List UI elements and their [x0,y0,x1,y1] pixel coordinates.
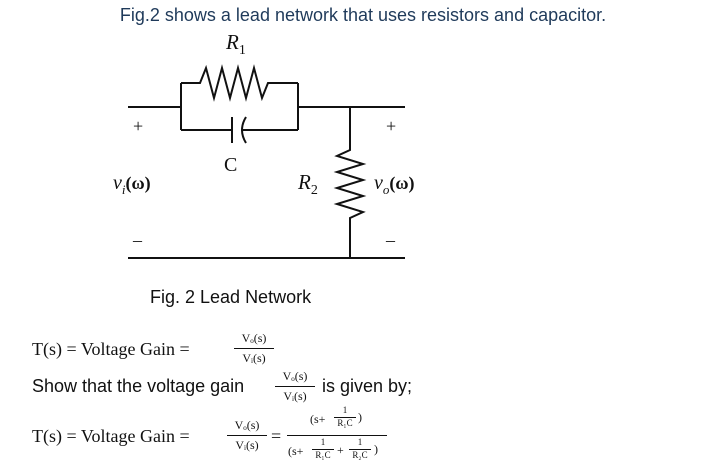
vout-label: vo(ω) [374,172,415,197]
statement-fraction-bar [275,386,315,387]
eq2-fraction-bar [227,435,267,436]
rhs-num-open: (s+ [310,412,326,426]
resistor-r1 [181,64,298,102]
input-minus: – [133,230,142,250]
eq1-den: Vᵢ(s) [242,351,266,365]
statement-after: is given by; [322,376,413,396]
rhs-den-f1-num: 1 [320,437,326,447]
rhs-den-open: (s+ [288,444,304,458]
r1-label: R1 [226,30,246,59]
eq1-fraction-bar [234,348,274,349]
output-plus: + [386,116,397,136]
rhs-den-f1-den: R₁C [315,450,331,460]
rhs-den-f2-num: 1 [357,437,363,447]
lead-network-circuit [128,64,405,259]
resistor-r2 [333,107,367,258]
rhs-den-plus: + [337,443,344,457]
rhs-den-close: ) [374,442,378,456]
output-minus: – [386,230,395,250]
r2-label: R2 [298,170,318,199]
problem-title: Fig.2 shows a lead network that uses res… [119,5,607,25]
rhs-num-frac-num: 1 [342,405,348,415]
rhs-main-fraction-bar [287,435,387,436]
rhs-den-f2-bar [349,449,371,450]
eq1-num: Vₒ(s) [241,331,267,345]
input-plus: + [133,116,144,136]
eq2-equals: = [271,426,282,446]
figure-caption: Fig. 2 Lead Network [150,287,312,307]
eq2-den: Vᵢ(s) [235,438,259,452]
rhs-num-close: ) [358,410,362,424]
vin-label: vi(ω) [113,172,151,197]
eq2-lhs: T(s) = Voltage Gain = [32,426,190,446]
rhs-den-f2-den: R₂C [352,450,368,460]
eq1-lhs: T(s) = Voltage Gain = [32,339,190,359]
rhs-num-frac-bar [334,417,356,418]
statement-den: Vᵢ(s) [283,389,307,403]
capacitor-label: C [224,154,238,176]
statement-before: Show that the voltage gain [32,376,245,396]
rhs-den-f1-bar [312,449,334,450]
statement-num: Vₒ(s) [282,369,308,383]
rhs-num-frac-den: R₁C [337,418,353,428]
eq2-num: Vₒ(s) [234,418,260,432]
